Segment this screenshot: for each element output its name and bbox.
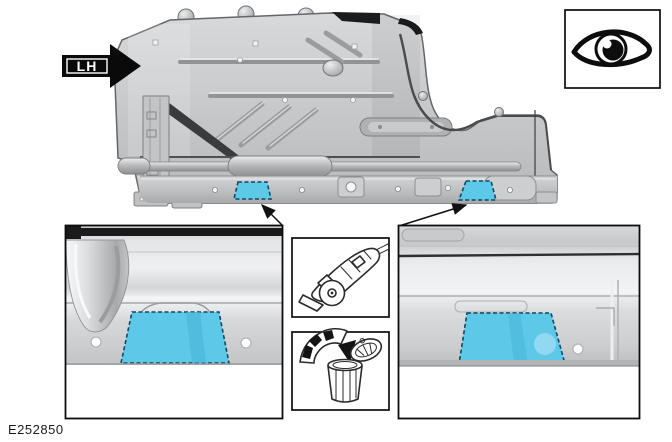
detail-ridge [454, 300, 528, 313]
panel-hole [572, 343, 584, 355]
sill-boss [414, 177, 442, 197]
rotary-cutter-icon [298, 243, 390, 312]
cutter-tool-callout [291, 237, 390, 318]
rivet [378, 125, 382, 129]
panel-hole [90, 336, 102, 348]
detail-view-right-content [399, 226, 639, 418]
dome-fastener [494, 107, 504, 117]
panel-step-contour [398, 33, 498, 132]
detail-pill-feature [401, 228, 465, 242]
discard-callout [291, 327, 390, 411]
highlight-area-left [232, 181, 273, 200]
sill-holes [211, 184, 514, 194]
detail-box-left-frame [64, 224, 284, 420]
discard-into-bin-icon [299, 327, 383, 403]
detail-view-left [64, 224, 284, 420]
detail-dark-strip [66, 228, 282, 236]
eye-icon [571, 29, 652, 68]
highlight-detail-left [120, 311, 230, 364]
detail-view-left-content [66, 226, 282, 418]
detail-box-right-frame [397, 224, 641, 420]
rivet [430, 125, 434, 129]
dome-fastener [418, 91, 428, 101]
rocker-tube-boss [227, 155, 333, 177]
lh-label-frame [66, 58, 108, 74]
highlight-area-right [457, 180, 498, 201]
panel-diagonal-rib-highlights [215, 101, 319, 147]
leader-line-right [398, 203, 468, 227]
sill-hole [345, 181, 357, 193]
rocker-tube-cap [117, 157, 151, 175]
highlight-crease [186, 312, 206, 363]
detail-view-right [397, 224, 641, 420]
panel-top-seal [332, 12, 380, 24]
panel-ledge-contour [497, 115, 552, 171]
highlight-crease [508, 313, 528, 364]
panel-pill-rib-inner [368, 122, 444, 132]
detail-cylinder-elbow [66, 239, 130, 333]
panel-under-shadow [163, 102, 242, 163]
panel-bump [322, 59, 344, 77]
lh-label: LH [77, 58, 98, 74]
main-panel-illustration [113, 5, 558, 209]
figure-id-label: E252850 [8, 422, 64, 437]
detail-ridge [137, 302, 212, 317]
highlight-spot [534, 333, 556, 355]
lh-arrow-icon [62, 44, 141, 88]
leader-line-left [260, 203, 284, 227]
detail-dark-line [399, 252, 639, 258]
eye-view-indicator [564, 9, 661, 89]
sill-tab [535, 191, 558, 204]
panel-hole [240, 337, 252, 349]
panel-corner-seal [398, 18, 423, 35]
lh-direction-arrow: LH [62, 44, 141, 88]
fastener-reliefs [152, 39, 358, 103]
